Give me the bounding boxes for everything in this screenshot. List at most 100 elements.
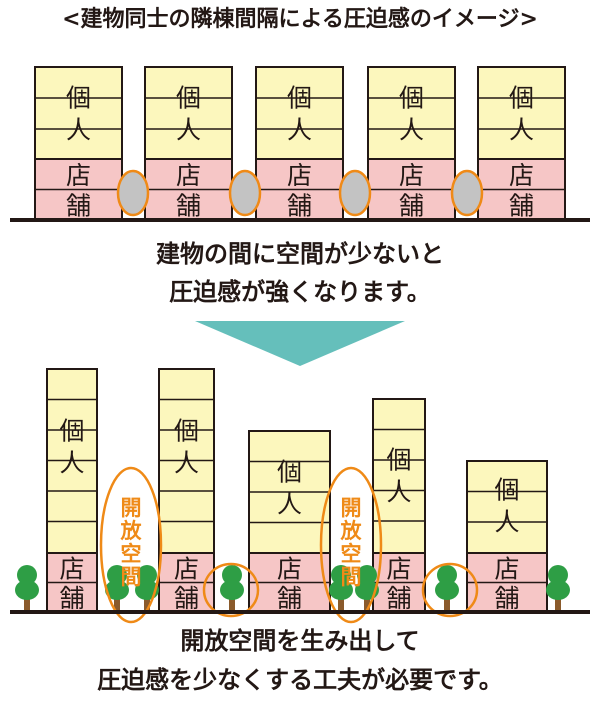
tree-crown xyxy=(137,565,157,585)
residential-floors xyxy=(255,66,344,160)
residential-floors xyxy=(367,66,456,160)
tree-icon xyxy=(15,565,39,611)
shop-label: 舗 xyxy=(399,191,424,220)
residential-label: 個 xyxy=(174,417,199,446)
residential-label: 個 xyxy=(509,84,534,113)
shop-label: 舗 xyxy=(174,584,199,613)
shop-label: 舗 xyxy=(277,584,302,613)
tree-crown xyxy=(331,565,351,585)
open-space-outline xyxy=(421,562,479,618)
tree-crown xyxy=(329,580,353,600)
open-space-label: 空 xyxy=(341,542,362,566)
shop-label: 舗 xyxy=(287,191,312,220)
tree-crown xyxy=(222,565,242,585)
tree-trunk xyxy=(444,594,450,611)
shop-label: 店 xyxy=(399,161,424,190)
residential-floors xyxy=(466,460,548,554)
tree-icon xyxy=(220,565,244,611)
open-space-outline xyxy=(99,466,163,624)
open-space-label: 放 xyxy=(340,519,363,543)
tree-crown xyxy=(435,580,459,600)
open-space-label: 間 xyxy=(121,565,142,589)
residential-floors xyxy=(34,66,123,160)
residential-label: 人 xyxy=(509,116,534,145)
shop-label: 店 xyxy=(277,554,302,583)
residential-label: 個 xyxy=(66,84,91,113)
residential-label: 個 xyxy=(277,458,302,487)
open-space-label: 開 xyxy=(341,496,362,520)
narrow-gap-marker xyxy=(228,169,262,217)
open-space-label: 放 xyxy=(120,519,143,543)
tree-crown xyxy=(105,580,129,600)
open-space-outline xyxy=(319,466,383,624)
residential-label: 個 xyxy=(59,417,84,446)
bottom-caption-line-1: 開放空間を生み出して xyxy=(180,627,419,655)
open-space-label: 間 xyxy=(341,565,362,589)
residential-label: 人 xyxy=(176,116,201,145)
shop-label: 店 xyxy=(174,554,199,583)
shop-label: 店 xyxy=(287,161,312,190)
residential-label: 個 xyxy=(176,84,201,113)
narrow-gap-marker xyxy=(450,169,484,217)
tree-icon xyxy=(135,565,159,611)
bottom-ground-line xyxy=(10,610,590,614)
shop-label: 店 xyxy=(176,161,201,190)
residential-label: 人 xyxy=(494,508,519,537)
shop-label: 舗 xyxy=(386,584,411,613)
residential-label: 人 xyxy=(277,490,302,519)
shop-label: 店 xyxy=(509,161,534,190)
open-space-label: 開 xyxy=(121,496,142,520)
tree-trunk xyxy=(555,594,561,611)
shop-label: 店 xyxy=(494,554,519,583)
tree-crown xyxy=(15,580,39,600)
top-ground-line xyxy=(10,218,590,222)
tree-icon xyxy=(435,565,459,611)
residential-label: 人 xyxy=(59,449,84,478)
tree-icon xyxy=(546,565,570,611)
residential-floors xyxy=(144,66,233,160)
tree-crown xyxy=(357,565,377,585)
down-arrow-icon xyxy=(195,321,405,366)
tree-trunk xyxy=(24,594,30,611)
tree-crown xyxy=(546,580,570,600)
shop-label: 店 xyxy=(59,554,84,583)
residential-floors xyxy=(477,66,566,160)
residential-floors xyxy=(372,398,426,554)
shop-label: 舗 xyxy=(59,584,84,613)
tree-crown xyxy=(437,565,457,585)
residential-label: 個 xyxy=(399,84,424,113)
tree-crown xyxy=(548,565,568,585)
residential-label: 個 xyxy=(386,446,411,475)
shop-label: 舗 xyxy=(66,191,91,220)
shop-label: 店 xyxy=(66,161,91,190)
tree-crown xyxy=(220,580,244,600)
tree-crown xyxy=(107,565,127,585)
residential-label: 個 xyxy=(494,476,519,505)
diagram-title: <建物同士の隣棟間隔による圧迫感のイメージ> xyxy=(62,6,538,32)
shop-label: 舗 xyxy=(494,584,519,613)
top-caption-line-2: 圧迫感が強くなります。 xyxy=(169,278,431,306)
residential-label: 人 xyxy=(386,478,411,507)
residential-label: 個 xyxy=(287,84,312,113)
shop-label: 舗 xyxy=(509,191,534,220)
narrow-gap-marker xyxy=(116,169,150,217)
tree-trunk xyxy=(114,594,120,611)
tree-trunk xyxy=(338,594,344,611)
open-space-label: 空 xyxy=(121,542,142,566)
residential-label: 人 xyxy=(174,449,199,478)
residential-label: 人 xyxy=(287,116,312,145)
tree-trunk xyxy=(364,594,370,611)
tree-icon xyxy=(329,565,353,611)
